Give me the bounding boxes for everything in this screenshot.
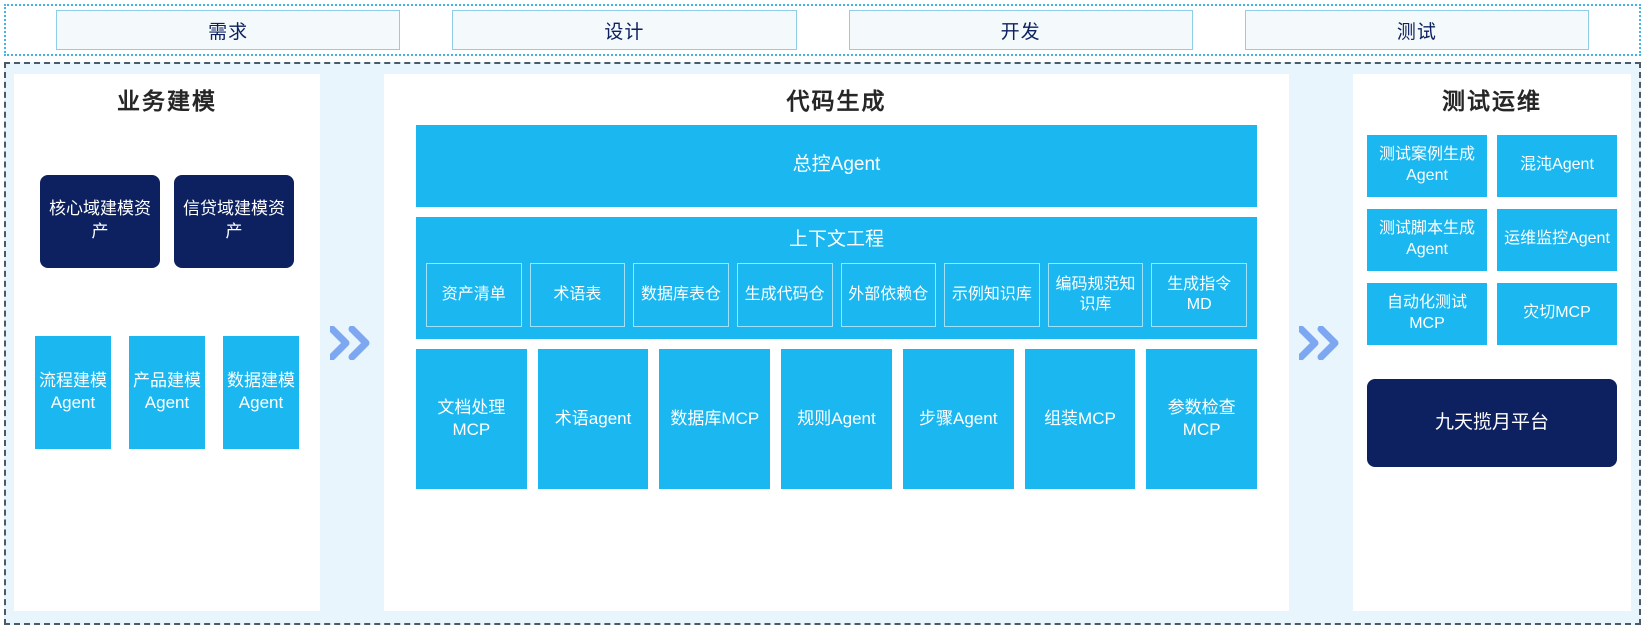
- context-item-label: 外部依赖仓: [848, 286, 929, 304]
- double-chevron-right-icon: [320, 74, 384, 611]
- context-item-coding-standard-knowledge-base[interactable]: 编码规范知识库: [1047, 263, 1144, 328]
- main-container: 业务建模 核心域建模资产 信贷域建模资产 流程建模Agent 产品建模Agent…: [4, 62, 1641, 625]
- mcp-label: 术语agent: [554, 409, 632, 429]
- tile-label: 测试案例生成Agent: [1378, 145, 1475, 184]
- context-item-generation-instruction-md[interactable]: 生成指令MD: [1151, 263, 1247, 328]
- context-item-label: 生成指令MD: [1167, 276, 1232, 314]
- tile-label: 运维监控Agent: [1504, 230, 1610, 248]
- phase-box-design[interactable]: 设计: [452, 10, 797, 50]
- phase-label: 开发: [1000, 21, 1041, 43]
- double-chevron-right-icon: [1289, 74, 1353, 611]
- mcp-label: 数据库MCP: [670, 409, 760, 429]
- tile-label: 自动化测试MCP: [1386, 293, 1467, 332]
- context-item-glossary[interactable]: 术语表: [529, 263, 626, 328]
- mcp-database[interactable]: 数据库MCP: [659, 349, 771, 490]
- agent-test-script-generation[interactable]: 测试脚本生成Agent: [1367, 208, 1487, 271]
- mcp-parameter-check[interactable]: 参数检查MCP: [1146, 349, 1258, 490]
- panel-business-modeling: 业务建模 核心域建模资产 信贷域建模资产 流程建模Agent 产品建模Agent…: [14, 74, 320, 611]
- context-item-label: 编码规范知识库: [1055, 276, 1136, 314]
- phase-box-development[interactable]: 开发: [848, 10, 1193, 50]
- agent-label: 产品建模Agent: [133, 370, 201, 412]
- phase-box-requirements[interactable]: 需求: [56, 10, 401, 50]
- panel-title-business-modeling: 业务建模: [117, 88, 217, 114]
- context-item-db-table-repo[interactable]: 数据库表仓: [633, 263, 729, 328]
- platform-jiutian-lanyue[interactable]: 九天揽月平台: [1367, 378, 1617, 467]
- context-items-row: 资产清单 术语表 数据库表仓 生成代码仓 外部依赖仓: [426, 263, 1247, 328]
- agent-steps[interactable]: 步骤Agent: [902, 349, 1014, 490]
- agent-ops-monitoring[interactable]: 运维监控Agent: [1497, 208, 1617, 271]
- panel-title-code-generation: 代码生成: [786, 88, 887, 114]
- agent-data-modeling[interactable]: 数据建模Agent: [223, 335, 299, 449]
- mcp-disaster-recovery-switch[interactable]: 灾切MCP: [1497, 282, 1617, 345]
- agent-label: 流程建模Agent: [39, 370, 107, 412]
- context-item-label: 数据库表仓: [641, 286, 722, 304]
- context-item-generated-code-repo[interactable]: 生成代码仓: [736, 263, 833, 328]
- platform-label: 九天揽月平台: [1434, 411, 1549, 433]
- mcp-tools-row: 文档处理MCP 术语agent 数据库MCP 规则Agent 步骤Agent: [416, 349, 1258, 490]
- context-item-external-dependency-repo[interactable]: 外部依赖仓: [840, 263, 937, 328]
- tile-label: 测试脚本生成Agent: [1378, 219, 1475, 258]
- mcp-assembly[interactable]: 组装MCP: [1024, 349, 1136, 490]
- mcp-label: 步骤Agent: [919, 409, 998, 429]
- asset-label: 核心域建模资产: [49, 199, 151, 241]
- phase-label: 测试: [1396, 21, 1437, 43]
- context-item-label: 术语表: [553, 286, 602, 304]
- context-item-label: 生成代码仓: [744, 286, 825, 304]
- mcp-label: 组装MCP: [1044, 409, 1116, 429]
- phase-label: 设计: [604, 21, 645, 43]
- panel-test-operations: 测试运维 测试案例生成Agent 混沌Agent 测试脚本生成Agent 运维监…: [1353, 74, 1631, 611]
- mcp-label: 文档处理MCP: [437, 398, 506, 440]
- context-item-label: 示例知识库: [951, 286, 1032, 304]
- test-ops-grid: 测试案例生成Agent 混沌Agent 测试脚本生成Agent 运维监控Agen…: [1367, 134, 1617, 345]
- agent-test-case-generation[interactable]: 测试案例生成Agent: [1367, 134, 1487, 197]
- agent-product-modeling[interactable]: 产品建模Agent: [129, 335, 205, 449]
- context-item-example-knowledge-base[interactable]: 示例知识库: [944, 263, 1040, 328]
- agent-process-modeling[interactable]: 流程建模Agent: [35, 335, 111, 449]
- panel-code-generation: 代码生成 总控Agent 上下文工程 资产清单 术语表: [384, 74, 1289, 611]
- platform-block: 九天揽月平台: [1367, 378, 1617, 467]
- agent-terminology[interactable]: 术语agent: [537, 349, 649, 490]
- context-engineering-block: 上下文工程 资产清单 术语表 数据库表仓 生成代码仓: [416, 216, 1257, 340]
- asset-core-domain[interactable]: 核心域建模资产: [40, 174, 160, 268]
- phase-label: 需求: [208, 21, 249, 43]
- phase-strip: 需求 设计 开发 测试: [4, 4, 1641, 56]
- agent-chaos[interactable]: 混沌Agent: [1497, 134, 1617, 197]
- mcp-label: 参数检查MCP: [1167, 398, 1236, 440]
- tile-label: 混沌Agent: [1520, 156, 1594, 174]
- asset-label: 信贷域建模资产: [183, 199, 285, 241]
- business-agents-group: 流程建模Agent 产品建模Agent 数据建模Agent: [28, 335, 306, 449]
- context-item-label: 资产清单: [441, 286, 506, 304]
- agent-rules[interactable]: 规则Agent: [781, 349, 892, 490]
- business-assets-group: 核心域建模资产 信贷域建模资产: [28, 174, 306, 268]
- master-agent-label: 总控Agent: [792, 154, 881, 176]
- mcp-document-processing[interactable]: 文档处理MCP: [416, 349, 527, 490]
- tile-label: 灾切MCP: [1523, 304, 1591, 322]
- mcp-automated-testing[interactable]: 自动化测试MCP: [1367, 282, 1487, 345]
- mcp-label: 规则Agent: [797, 409, 876, 429]
- asset-credit-domain[interactable]: 信贷域建模资产: [174, 174, 294, 268]
- panel-title-test-operations: 测试运维: [1442, 88, 1542, 114]
- master-control-agent[interactable]: 总控Agent: [416, 124, 1257, 207]
- agent-label: 数据建模Agent: [227, 370, 295, 412]
- phase-box-testing[interactable]: 测试: [1244, 10, 1589, 50]
- context-engineering-title: 上下文工程: [788, 228, 884, 250]
- code-generation-body: 总控Agent 上下文工程 资产清单 术语表 数据库表仓: [398, 124, 1275, 490]
- context-item-asset-list[interactable]: 资产清单: [426, 263, 522, 328]
